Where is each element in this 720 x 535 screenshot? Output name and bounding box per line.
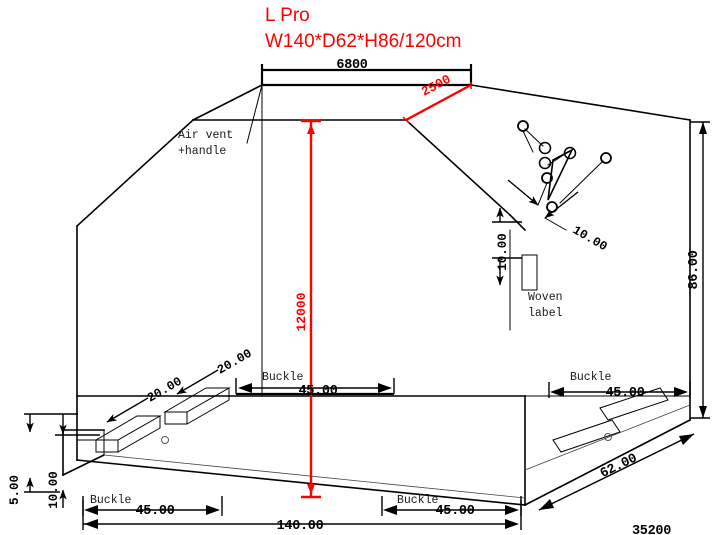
air-vent-annotation: Air vent +handle xyxy=(178,84,263,158)
woven-label-line1: Woven xyxy=(528,291,563,304)
woven-label-line2: label xyxy=(528,307,563,320)
hardware-right-value: 10.00 xyxy=(570,223,609,254)
top-width-value: 6800 xyxy=(336,58,367,73)
red-diagonal-value: 2500 xyxy=(419,72,454,100)
air-vent-label-line2: +handle xyxy=(178,145,226,158)
air-vent-label-line1: Air vent xyxy=(178,129,233,142)
buckle-label-top-left: Buckle xyxy=(262,371,304,384)
buckle-value-bottom-left: 45.00 xyxy=(135,504,174,519)
drawing-title-line2: W140*D62*H86/120cm xyxy=(265,31,461,52)
depth-diagonal-dimension: 62.00 xyxy=(538,433,695,511)
overall-width-dimension: 140.00 xyxy=(82,500,522,534)
strap-left-value-a: 20.00 xyxy=(145,375,184,406)
left-strap-blocks xyxy=(94,387,231,453)
drawing-title-line1: L Pro xyxy=(265,5,310,26)
hardware-cluster: 10.00 xyxy=(507,120,612,254)
red-vertical-dimension: 12000 xyxy=(294,119,321,499)
buckle-dimension-top-right: Buckle 45.00 xyxy=(548,371,691,401)
top-width-dimension: 6800 xyxy=(260,58,473,87)
buckle-value-top-left: 45.00 xyxy=(298,384,337,399)
right-height-value: 86.00 xyxy=(687,250,702,289)
right-panel-slots xyxy=(552,387,669,453)
buckle-label-bottom-right: Buckle xyxy=(397,494,439,507)
red-vertical-value: 12000 xyxy=(294,292,309,331)
overall-width-value: 140.00 xyxy=(277,519,324,534)
buckle-label-bottom-left: Buckle xyxy=(90,494,132,507)
bottom-left-mid-value: 10.00 xyxy=(47,471,61,509)
buckle-label-top-right: Buckle xyxy=(570,371,612,384)
woven-label-annotation: Woven label 10.00 xyxy=(492,207,563,331)
strap-left-value-b: 20.00 xyxy=(215,347,254,378)
footer-number: 35200 xyxy=(632,524,671,535)
right-height-dimension: 86.00 xyxy=(687,121,710,419)
buckle-dimension-bottom-left: Buckle 45.00 xyxy=(82,494,223,519)
bottom-left-vertical-dimensions: 5.00 10.00 xyxy=(8,413,100,509)
buckle-value-bottom-right: 45.00 xyxy=(435,504,474,519)
red-diagonal-dimension: 2500 xyxy=(402,72,472,124)
buckle-dimension-top-left: Buckle 45.00 xyxy=(235,371,395,399)
woven-label-height-value: 10.00 xyxy=(496,233,510,271)
buckle-value-top-right: 45.00 xyxy=(605,386,644,401)
buckle-dimension-bottom-right: Buckle 45.00 xyxy=(381,494,522,519)
bottom-left-small-value: 5.00 xyxy=(8,475,22,505)
strap-left-dimension-a: 20.00 xyxy=(106,375,184,423)
